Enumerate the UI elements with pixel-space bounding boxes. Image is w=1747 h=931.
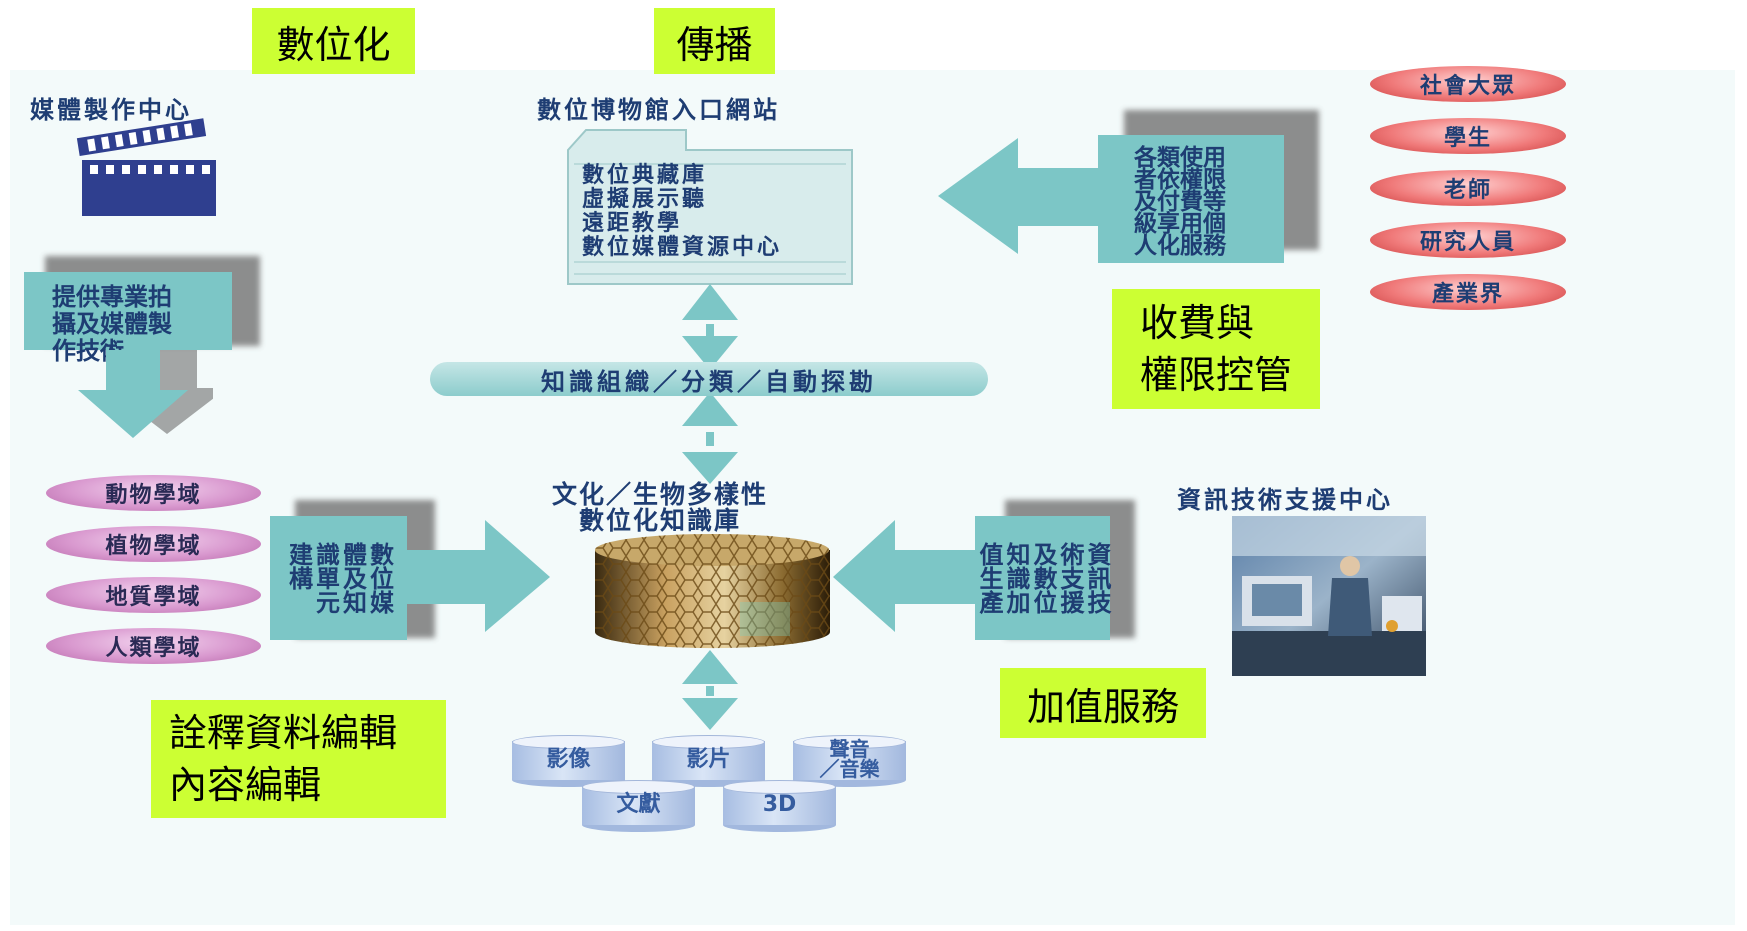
tag-metadata-edit: 詮釋資料編輯 內容編輯 [151,700,446,818]
media-type-audio-label: 聲音 ／音樂 [819,737,880,781]
clapperboard-icon [76,118,216,216]
tag-value-added: 加值服務 [1000,668,1206,738]
media-type-image: 影像 [512,735,625,787]
media-type-video-label: 影片 [686,747,731,772]
tag-digitize: 數位化 [252,8,415,74]
media-type-3d: 3D [723,780,836,832]
domain-pill-animal: 動物學域 [46,475,261,511]
audience-pill-public: 社會大眾 [1370,66,1566,102]
database-cylinder-icon [595,534,830,649]
portal-folder-icon [567,129,853,285]
audience-pill-industry: 產業界 [1370,274,1566,310]
users-box: 各類使用 者依權限 及付費等 級享用個 人化服務 [1098,135,1284,263]
domain-pill-anthropology: 人類學域 [46,628,261,664]
it-center-box: 資訊技 術支援 及數位 知識加 值生產 [975,516,1111,640]
tag-disseminate: 傳播 [654,8,775,74]
it-center-box-text: 資訊技 術支援 及數位 知識加 值生產 [975,542,1111,614]
portal-title: 數位博物館入口網站 [537,96,780,124]
users-left-arrow [938,138,1100,254]
bar-base-double-arrow [682,392,738,484]
portal-items: 數位典藏庫 虛擬展示聽 遠距教學 數位媒體資源中心 [582,163,783,260]
it-center-title: 資訊技術支援中心 [1177,486,1393,514]
knowledge-bar-label: 知識組織／分類／自動探勘 [541,367,877,396]
portal-bar-double-arrow [682,284,738,370]
media-type-audio: 聲音 ／音樂 [793,735,906,787]
media-type-document: 文獻 [582,780,695,832]
media-type-document-label: 文獻 [616,792,661,817]
build-right-arrow [405,520,550,632]
knowledge-base-title: 文化／生物多樣性 數位化知識庫 [552,480,769,535]
base-media-double-arrow [682,650,738,730]
audience-pill-students: 學生 [1370,118,1566,154]
audience-pill-teachers: 老師 [1370,170,1566,206]
media-center-title: 媒體製作中心 [30,96,192,124]
media-down-arrow [78,350,213,438]
media-center-box: 提供專業拍 攝及媒體製 作技術 [24,272,232,365]
tag-fee-control: 收費與 權限控管 [1112,289,1320,409]
domain-pill-geology: 地質學域 [46,577,261,613]
office-photo-icon [1232,516,1426,676]
media-type-image-label: 影像 [546,747,591,772]
media-type-3d-label: 3D [762,792,797,817]
it-left-arrow [833,520,975,632]
domain-pill-plant: 植物學域 [46,526,261,562]
build-box-text: 數位媒 體及知 識單元 建構 [284,542,394,614]
build-box: 數位媒 體及知 識單元 建構 [270,516,407,640]
knowledge-bar: 知識組織／分類／自動探勘 [430,362,988,396]
audience-pill-researchers: 研究人員 [1370,222,1566,258]
